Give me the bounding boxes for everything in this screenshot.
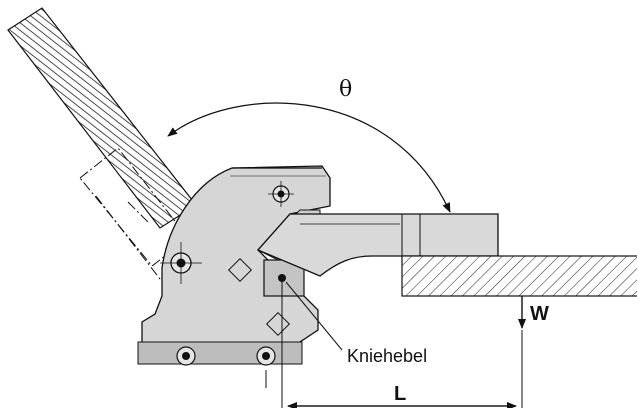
- angle-arc: [167, 102, 451, 213]
- pivot-pin-main: [160, 242, 202, 284]
- mounting-bolt-left: [176, 346, 196, 366]
- toggle-lever-leader: [285, 281, 343, 351]
- mounting-bolt-right: [256, 346, 276, 388]
- workpiece: [401, 255, 637, 297]
- pivot-pin-top: [268, 181, 294, 207]
- length-dimension: [281, 278, 523, 408]
- clamp-arm: [256, 213, 499, 277]
- length-label: L: [394, 383, 406, 405]
- toggle-lever-label: Kniehebel: [347, 346, 427, 366]
- angle-label: θ: [339, 77, 352, 102]
- load-label: W: [530, 303, 549, 325]
